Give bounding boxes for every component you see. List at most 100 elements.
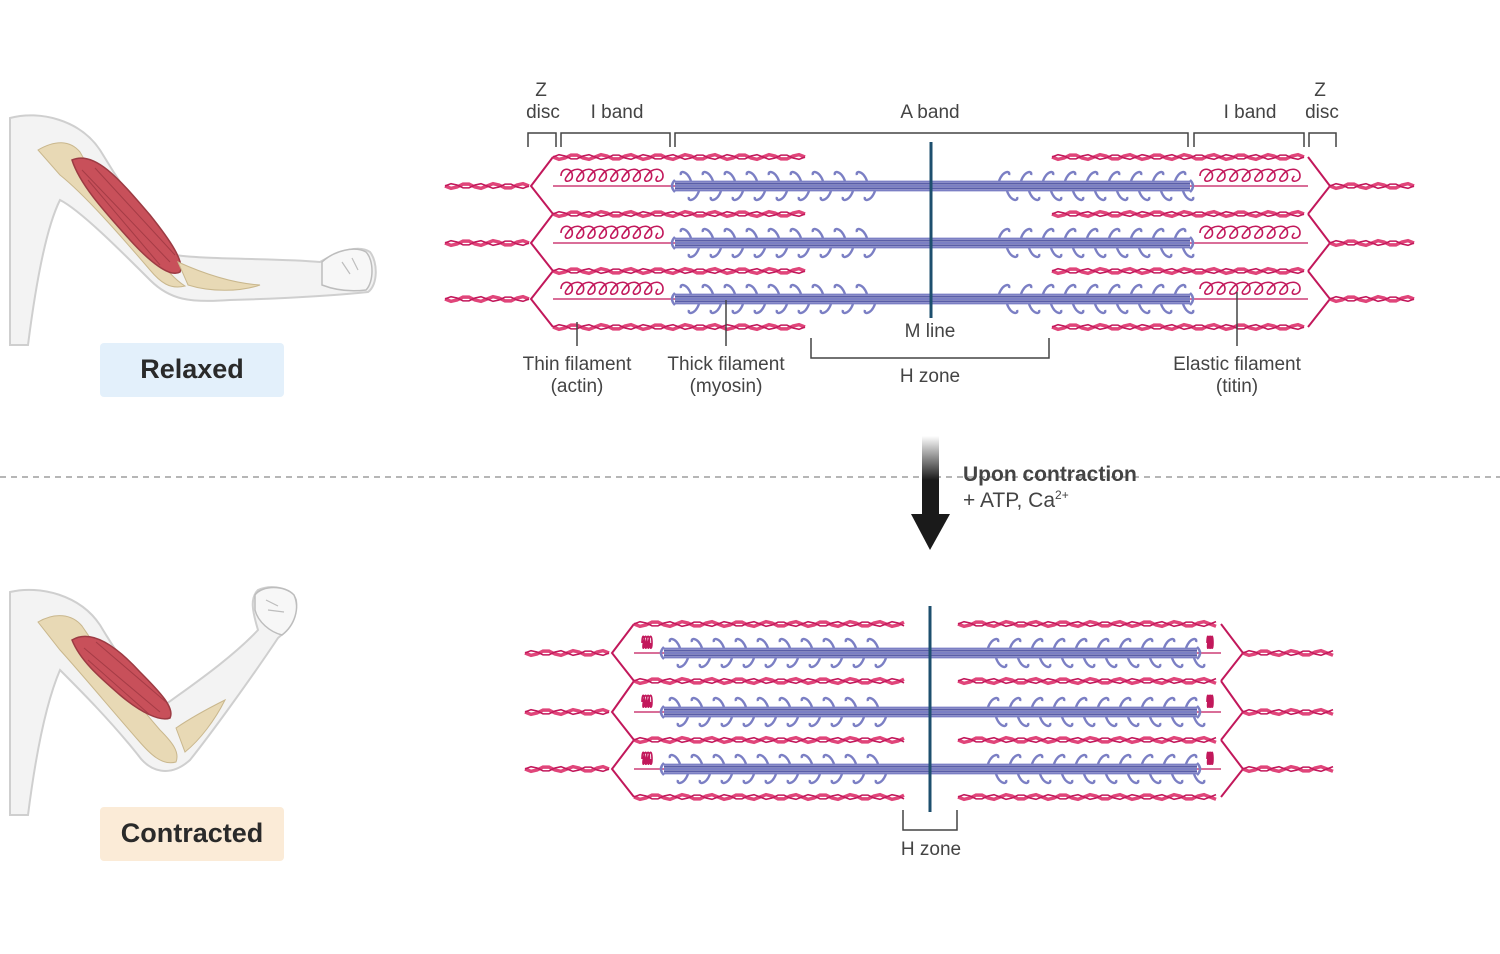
myosin-head — [1005, 190, 1019, 202]
thin-filament-label-line1: Thin filament — [523, 354, 632, 375]
myosin-head — [1104, 716, 1118, 728]
myosin-head — [1096, 637, 1110, 649]
myosin-head — [1005, 247, 1019, 259]
myosin-head — [789, 227, 803, 239]
myosin-head — [1041, 170, 1055, 182]
actin-filament-strand — [1329, 182, 1415, 190]
myosin-head — [723, 283, 737, 295]
myosin-tail — [659, 705, 665, 719]
myosin-head — [1041, 227, 1055, 239]
myosin-head — [1107, 227, 1121, 239]
actin-filament-strand — [552, 153, 806, 161]
myosin-head — [1096, 696, 1110, 708]
myosin-head — [830, 657, 844, 669]
myosin-head — [866, 696, 880, 708]
myosin-head — [731, 247, 745, 259]
myosin-head — [822, 753, 836, 765]
myosin-head — [1060, 773, 1074, 785]
myosin-head — [1019, 227, 1033, 239]
myosin-head — [797, 303, 811, 315]
myosin-head — [986, 696, 1000, 708]
myosin-head — [863, 190, 877, 202]
myosin-tail — [1196, 762, 1202, 776]
myosin-head — [731, 303, 745, 315]
myosin-head — [1038, 657, 1052, 669]
myosin-head — [1027, 247, 1041, 259]
myosin-tail — [670, 292, 676, 306]
titin-spring — [641, 635, 653, 650]
actin-filament-strand — [552, 323, 806, 331]
myosin-head — [841, 303, 855, 315]
myosin-head — [775, 247, 789, 259]
actin-filament-strand — [633, 620, 905, 628]
myosin-head — [767, 170, 781, 182]
myosin-head — [1030, 637, 1044, 649]
z-disc-left-label-line1: Z — [535, 80, 547, 101]
myosin-head — [1148, 773, 1162, 785]
myosin-head — [1063, 227, 1077, 239]
myosin-head — [855, 170, 869, 182]
relaxed-brackets — [527, 132, 1337, 359]
myosin-head — [764, 773, 778, 785]
myosin-head — [1016, 657, 1030, 669]
contracted-badge: Contracted — [100, 807, 284, 861]
myosin-head — [679, 170, 693, 182]
myosin-head — [687, 247, 701, 259]
myosin-head — [1181, 190, 1195, 202]
myosin-head — [808, 657, 822, 669]
h-zone-relaxed-label: H zone — [900, 366, 960, 387]
myosin-head — [855, 227, 869, 239]
z-disc-right — [1220, 623, 1245, 798]
titin-spring — [560, 281, 664, 296]
myosin-head — [841, 247, 855, 259]
myosin-head — [855, 283, 869, 295]
actin-filament-strand — [633, 793, 905, 801]
myosin-head — [786, 716, 800, 728]
myosin-head — [731, 190, 745, 202]
myosin-head — [789, 170, 803, 182]
actin-filament-strand — [524, 765, 610, 773]
myosin-head — [786, 657, 800, 669]
myosin-head — [709, 303, 723, 315]
myosin-head — [742, 773, 756, 785]
myosin-head — [844, 753, 858, 765]
myosin-head — [1104, 657, 1118, 669]
myosin-head — [676, 716, 690, 728]
contraction-title: Upon contraction — [963, 463, 1137, 486]
myosin-head — [800, 696, 814, 708]
myosin-head — [701, 283, 715, 295]
myosin-head — [745, 283, 759, 295]
myosin-head — [1126, 773, 1140, 785]
elastic-filament-label-line1: Elastic filament — [1173, 354, 1301, 375]
contracted-brackets — [902, 810, 958, 831]
titin-spring — [1206, 751, 1214, 766]
myosin-head — [676, 657, 690, 669]
myosin-head — [819, 190, 833, 202]
myosin-head — [1030, 753, 1044, 765]
actin-filament-strand — [957, 736, 1217, 744]
myosin-head — [690, 753, 704, 765]
myosin-head — [844, 696, 858, 708]
actin-filament-strand — [524, 649, 610, 657]
flexed-arm-illustration — [9, 586, 298, 816]
myosin-head — [1181, 303, 1195, 315]
actin-filament-strand — [552, 267, 806, 275]
myosin-head — [800, 637, 814, 649]
myosin-head — [1107, 283, 1121, 295]
myosin-head — [1008, 753, 1022, 765]
myosin-head — [734, 753, 748, 765]
myosin-head — [668, 637, 682, 649]
myosin-head — [1170, 773, 1184, 785]
myosin-head — [986, 753, 1000, 765]
myosin-head — [852, 716, 866, 728]
actin-filament-strand — [1051, 323, 1305, 331]
myosin-head — [833, 170, 847, 182]
myosin-head — [1104, 773, 1118, 785]
myosin-head — [811, 283, 825, 295]
thick-filament-label-line1: Thick filament — [667, 354, 785, 375]
myosin-head — [1159, 247, 1173, 259]
myosin-head — [863, 247, 877, 259]
myosin-head — [1085, 170, 1099, 182]
myosin-head — [811, 227, 825, 239]
myosin-head — [1060, 657, 1074, 669]
